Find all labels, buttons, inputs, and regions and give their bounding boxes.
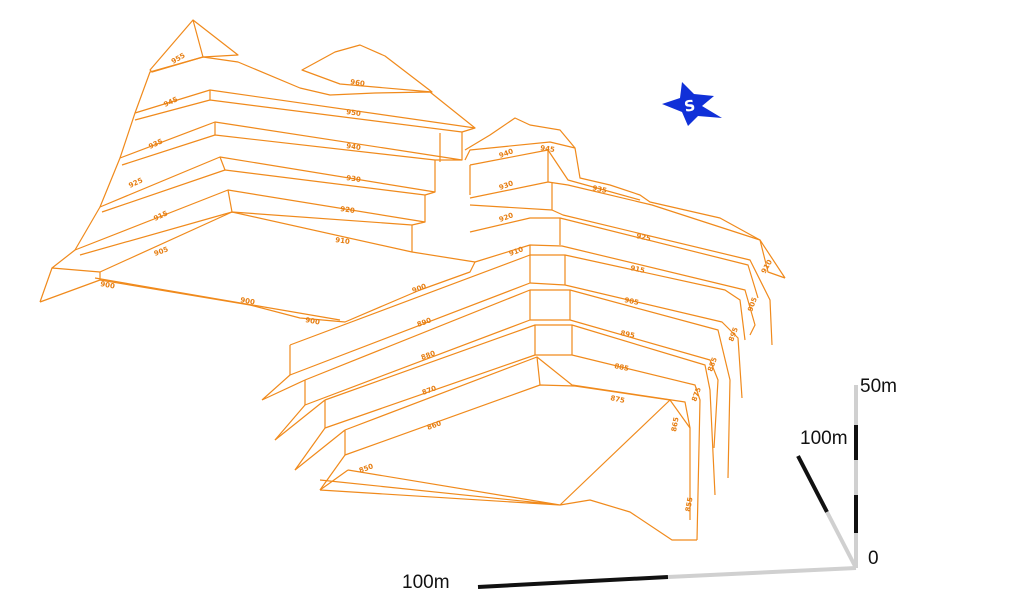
pit-small-ridge [301, 44, 433, 93]
bench-r3 [469, 150, 773, 346]
svg-text:905: 905 [624, 296, 640, 307]
svg-text:930: 930 [346, 174, 362, 184]
pit-upper-left: 955 945 935 925 915 905 960 950 940 930 … [39, 19, 476, 327]
svg-text:855: 855 [684, 496, 694, 512]
svg-text:935: 935 [147, 137, 164, 150]
svg-text:915: 915 [630, 264, 646, 275]
svg-text:875: 875 [690, 386, 703, 403]
scale-origin-label: 0 [868, 548, 879, 569]
bench-7 [51, 189, 426, 269]
elevation-labels-right: 940 945 930 935 920 925 910 915 910 900 … [358, 144, 774, 512]
svg-text:895: 895 [620, 329, 636, 340]
bench-r5 [474, 244, 756, 336]
bench-r8 [261, 255, 566, 401]
bench-2 [209, 90, 463, 162]
svg-text:900: 900 [100, 280, 116, 290]
bench-r9 [304, 289, 731, 479]
svg-text:865: 865 [670, 416, 680, 432]
bench-r15 [344, 356, 691, 520]
scale-y-label: 100m [800, 428, 848, 449]
svg-text:880: 880 [420, 349, 437, 362]
scale-x-label: 100m [402, 572, 450, 593]
bench-5 [74, 156, 436, 251]
svg-text:960: 960 [350, 78, 366, 88]
svg-text:890: 890 [416, 316, 433, 329]
svg-text:905: 905 [746, 296, 759, 313]
pit-lower-right: 940 945 930 935 920 925 910 915 910 900 … [261, 117, 786, 541]
bench-4 [214, 122, 436, 192]
pit-top-ridge [464, 117, 786, 279]
svg-text:935: 935 [592, 184, 608, 195]
svg-text:870: 870 [421, 384, 438, 397]
svg-text:900: 900 [411, 282, 428, 295]
svg-text:945: 945 [162, 95, 179, 108]
svg-text:950: 950 [346, 108, 362, 118]
bench-r12 [324, 324, 716, 496]
bench-r17 [319, 356, 541, 491]
svg-text:885: 885 [706, 356, 719, 373]
north-arrow-letter: S [683, 96, 697, 116]
bench-r11 [274, 290, 571, 441]
bench-r13 [294, 354, 701, 541]
svg-text:860: 860 [426, 419, 443, 432]
svg-text:910: 910 [335, 236, 351, 246]
svg-text:915: 915 [152, 209, 169, 222]
svg-text:925: 925 [127, 176, 144, 189]
pit-floor-ramp [94, 272, 341, 321]
scale-z-label: 50m [860, 376, 897, 397]
bench-r1 [464, 141, 641, 201]
bench-8 [227, 189, 413, 252]
svg-text:925: 925 [636, 232, 652, 243]
bench-r7 [289, 282, 743, 399]
svg-text:875: 875 [610, 394, 626, 405]
bench-r16 [319, 384, 691, 491]
pit-floor-lower [319, 399, 697, 541]
svg-text:900: 900 [240, 296, 256, 306]
svg-text:910: 910 [760, 258, 774, 275]
svg-text:920: 920 [340, 205, 356, 215]
north-arrow-icon: S [662, 82, 722, 126]
svg-text:945: 945 [540, 144, 556, 154]
pit-outer-surface [134, 56, 476, 129]
svg-text:885: 885 [614, 362, 630, 373]
svg-text:940: 940 [346, 142, 362, 152]
bench-r14 [294, 325, 573, 471]
svg-text:900: 900 [305, 316, 321, 326]
scale-axes: 100m 100m 50m 0 [402, 376, 897, 593]
bench-6 [219, 156, 426, 222]
bench-r4 [469, 182, 759, 299]
bench-r6 [289, 254, 746, 346]
svg-text:910: 910 [508, 245, 525, 258]
pit-peak [149, 19, 239, 73]
